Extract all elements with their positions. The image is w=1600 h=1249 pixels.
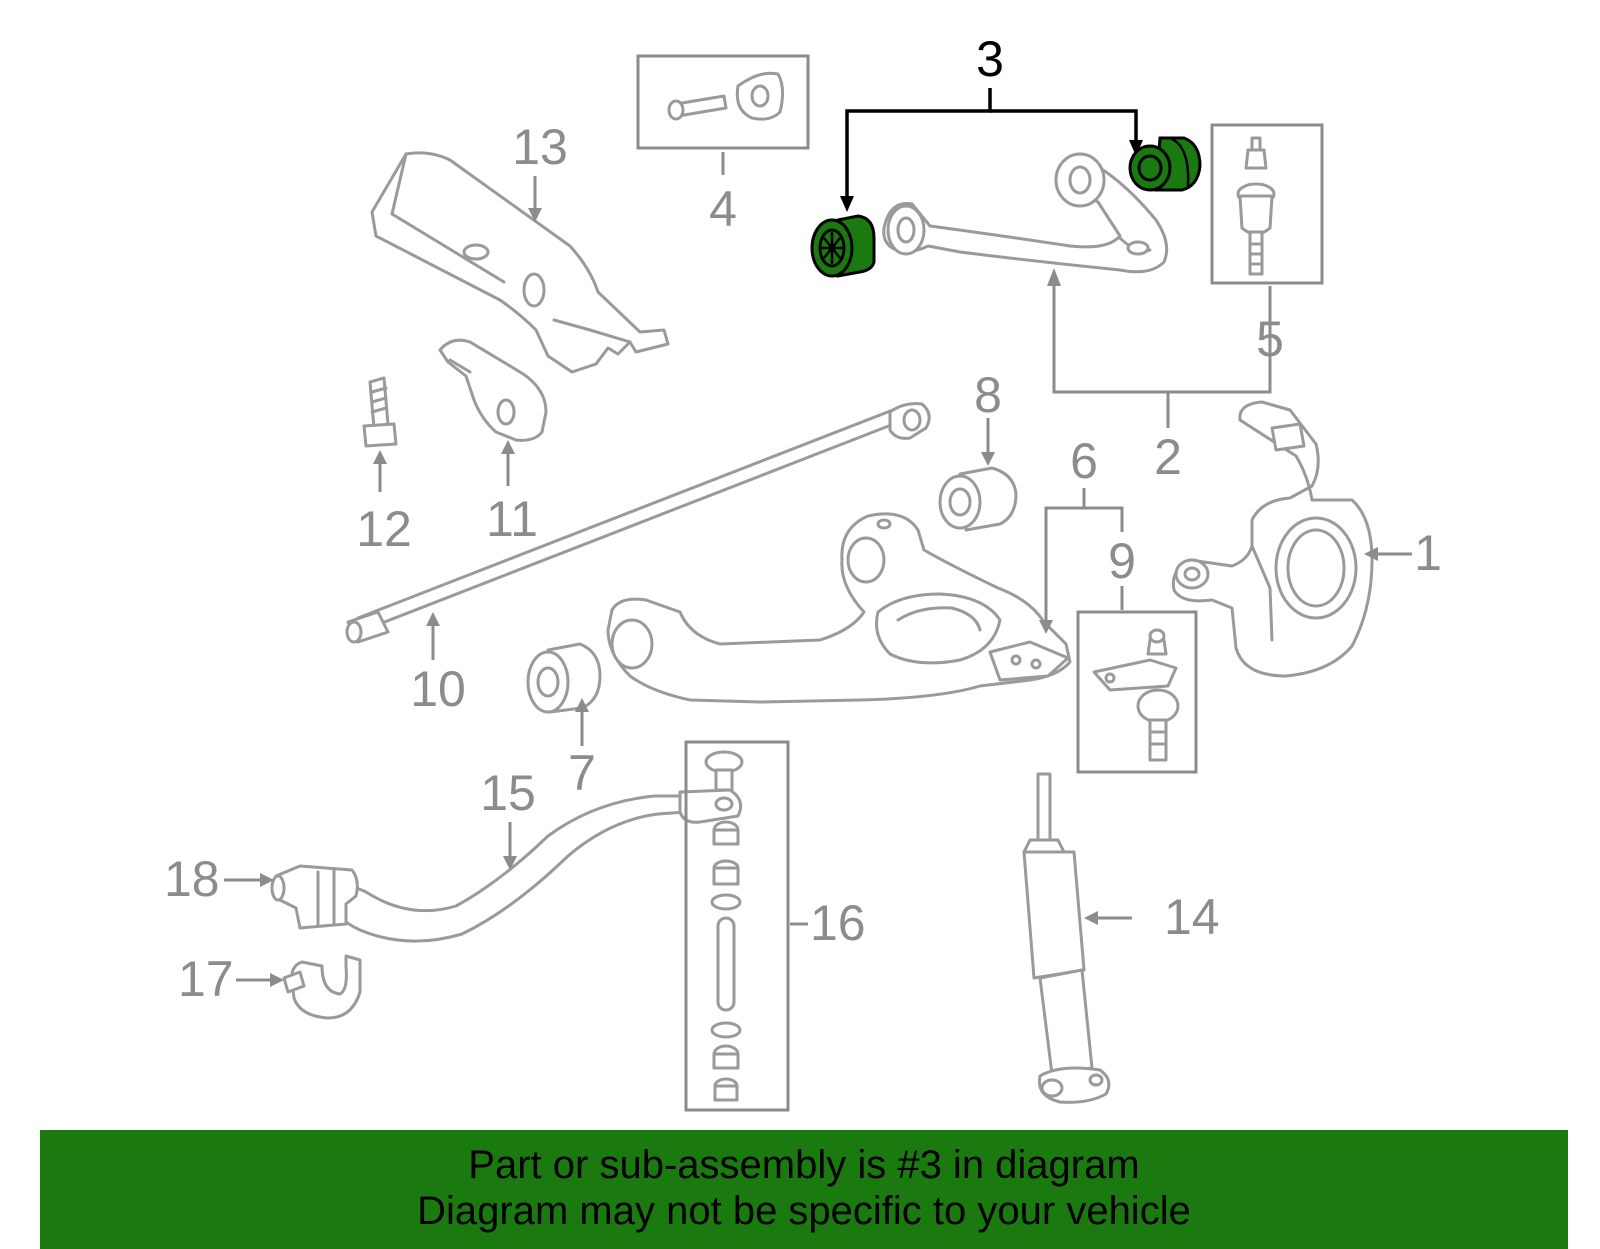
bracket-11[interactable]: [438, 338, 548, 442]
stabilizer-clamp-17[interactable]: [282, 954, 362, 1020]
callout-17-leader: [236, 973, 284, 987]
callout-15-leader: [503, 822, 517, 870]
callout-16: 16: [810, 895, 866, 951]
callout-11: 11: [486, 491, 538, 547]
stabilizer-bushing-18[interactable]: [270, 864, 359, 930]
bolt-12[interactable]: [362, 376, 398, 448]
torsion-bar[interactable]: [345, 402, 931, 644]
bushing-8[interactable]: [938, 466, 1018, 532]
callout-2-leaders: [1047, 268, 1272, 428]
callout-13: 13: [512, 119, 568, 175]
banner-line-disclaimer: Diagram may not be specific to your vehi…: [417, 1189, 1191, 1233]
callout-2: 2: [1154, 429, 1182, 485]
callout-12: 12: [356, 501, 412, 557]
frame-bracket[interactable]: [370, 151, 670, 374]
callout-10: 10: [410, 661, 466, 717]
part-4-hardware-box[interactable]: [636, 54, 810, 150]
part-16-link-kit-box[interactable]: [684, 740, 790, 1112]
part-5-ball-joint-box[interactable]: [1210, 123, 1324, 285]
banner-line-part-info: Part or sub-assembly is #3 in diagram: [468, 1143, 1140, 1187]
steering-knuckle[interactable]: [1171, 400, 1374, 678]
callout-11-leader: [501, 440, 515, 486]
callout-7: 7: [568, 745, 596, 801]
callout-3-leaders: [840, 88, 1143, 212]
bushing-7[interactable]: [526, 642, 602, 714]
callout-8: 8: [974, 367, 1002, 423]
callout-12-leader: [373, 450, 387, 492]
callout-10-leader: [426, 612, 440, 660]
callout-18-leader: [224, 873, 274, 887]
callout-6-leaders: [1039, 488, 1124, 634]
callout-5: 5: [1256, 311, 1284, 367]
callout-14: 14: [1164, 889, 1220, 945]
callout-7-leader: [575, 698, 589, 746]
callout-3: 3: [976, 31, 1004, 87]
callout-17: 17: [178, 951, 234, 1007]
callout-15: 15: [480, 765, 536, 821]
bushing-3-right[interactable]: [1128, 136, 1202, 192]
info-banner: Part or sub-assembly is #3 in diagram Di…: [40, 1130, 1568, 1249]
callout-6: 6: [1070, 433, 1098, 489]
upper-control-arm[interactable]: [882, 152, 1169, 274]
callout-13-leader: [528, 176, 542, 222]
callout-1: 1: [1414, 525, 1442, 581]
lower-control-arm[interactable]: [606, 512, 1072, 704]
suspension-diagram: 1 2 3 4 5 6 7 8 9 10 11 12 13 14 15 16 1…: [164, 31, 1442, 1112]
callout-8-leader: [981, 418, 995, 466]
callout-14-leader: [1084, 911, 1132, 925]
callout-1-leader: [1364, 547, 1412, 561]
bushing-3-left[interactable]: [810, 214, 876, 278]
part-9-ball-joint-box[interactable]: [1076, 610, 1198, 774]
stabilizer-bar[interactable]: [332, 788, 743, 943]
callout-18: 18: [164, 851, 220, 907]
callout-9: 9: [1108, 533, 1136, 589]
callout-4: 4: [709, 181, 737, 237]
shock-absorber[interactable]: [1022, 772, 1111, 1104]
